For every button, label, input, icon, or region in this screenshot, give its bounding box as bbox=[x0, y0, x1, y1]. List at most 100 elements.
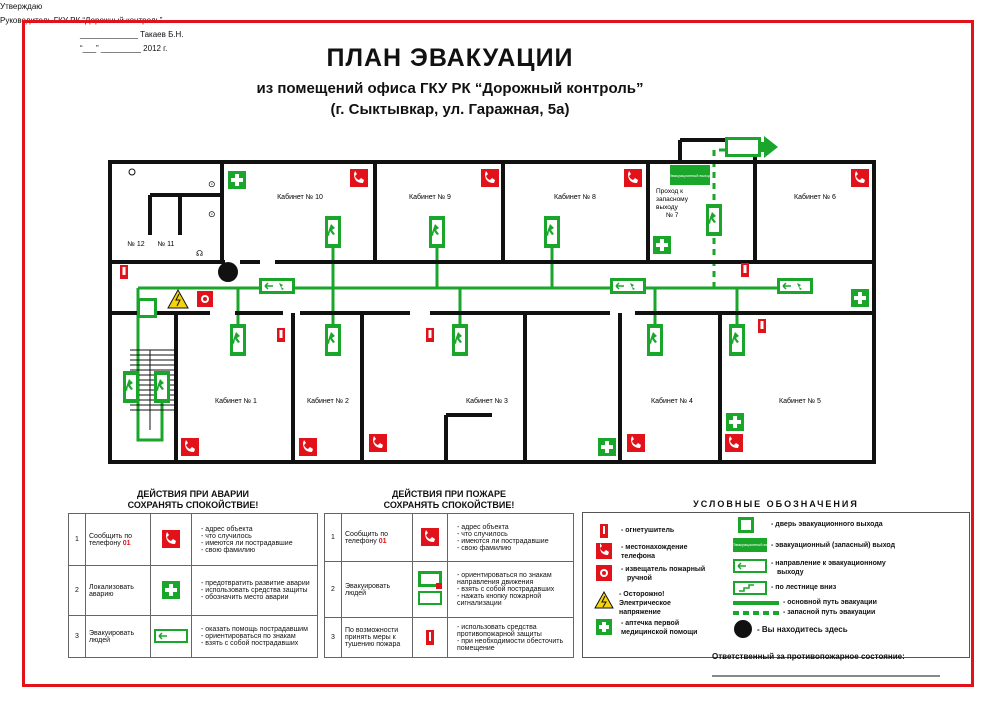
stairs-down-sign bbox=[123, 371, 139, 403]
stairs-down-sign bbox=[154, 371, 170, 403]
room-label: Кабинет № 4 bbox=[651, 397, 693, 405]
signature-line bbox=[712, 675, 940, 677]
exit-direction-sign bbox=[647, 324, 663, 356]
row-number: 3 bbox=[68, 615, 86, 658]
phone-icon bbox=[481, 169, 499, 187]
spare-exit-icon: Эвакуационный выход bbox=[733, 538, 775, 552]
phone-icon bbox=[624, 169, 642, 187]
extinguisher-icon bbox=[120, 265, 128, 279]
legend-label: - Вы находитесь здесь bbox=[757, 625, 848, 634]
phone-icon bbox=[421, 527, 439, 546]
first-aid-icon bbox=[598, 438, 616, 456]
exit-direction-sign bbox=[230, 324, 246, 356]
toilet-icon: ⊙ bbox=[208, 179, 216, 189]
phone-icon bbox=[596, 543, 612, 559]
legend-label: - запасной путь эвакуации bbox=[783, 609, 876, 616]
exit-direction-sign bbox=[258, 277, 296, 295]
fire-heading-line: ДЕЙСТВИЯ ПРИ ПОЖАРЕ bbox=[391, 489, 507, 499]
phone-icon bbox=[162, 529, 180, 548]
room-label: Кабинет № 5 bbox=[779, 397, 821, 405]
phone-icon bbox=[851, 169, 869, 187]
exit-direction-icon bbox=[154, 628, 188, 643]
exit-direction-sign bbox=[429, 216, 445, 248]
approval-line: Утверждаю bbox=[0, 2, 43, 11]
page-title: ПЛАН ЭВАКУАЦИИ bbox=[326, 44, 574, 72]
fire-heading-line: СОХРАНЯТЬ СПОКОЙСТВИЕ! bbox=[383, 500, 515, 510]
phone-icon bbox=[627, 434, 645, 452]
action-cell: Сообщить по телефону 01 bbox=[341, 513, 413, 562]
passage-label: выходу bbox=[656, 204, 679, 211]
room-label: № 12 bbox=[127, 241, 144, 248]
sink-icon: ☊ bbox=[196, 249, 203, 258]
phone-icon bbox=[725, 434, 743, 452]
exit-direction-sign bbox=[776, 277, 814, 295]
first-aid-icon bbox=[726, 413, 744, 431]
action-details: адрес объектачто случилосьимеются ли пос… bbox=[447, 513, 574, 562]
action-details: ориентироваться по знакам направления дв… bbox=[447, 561, 574, 618]
extinguisher-icon bbox=[426, 629, 434, 645]
legend-label: - дверь эвакуационного выхода bbox=[771, 521, 883, 528]
approval-line: _____________ Такаев Б.Н. bbox=[80, 30, 184, 39]
outer-frame bbox=[22, 20, 974, 687]
exit-direction-icon bbox=[733, 559, 767, 573]
you-are-here-icon bbox=[734, 620, 752, 638]
accident-heading: ДЕЙСТВИЯ ПРИ АВАРИИ СОХРАНЯТЬ СПОКОЙСТВИ… bbox=[68, 489, 318, 511]
first-aid-icon bbox=[851, 289, 869, 307]
fire-heading: ДЕЙСТВИЯ ПРИ ПОЖАРЕ СОХРАНЯТЬ СПОКОЙСТВИ… bbox=[324, 489, 574, 511]
room-label: Кабинет № 3 bbox=[466, 397, 508, 405]
exit-signs-icon bbox=[418, 570, 442, 605]
extinguisher-icon bbox=[277, 328, 285, 342]
legend-label: - по лестнице вниз bbox=[771, 584, 837, 591]
action-details: адрес объектачто случилосьимеются ли пос… bbox=[191, 513, 318, 566]
fire-table: 1 Сообщить по телефону 01 адрес объектач… bbox=[324, 513, 574, 658]
extinguisher-icon bbox=[600, 524, 608, 538]
action-cell: Сообщить по телефону 01 bbox=[85, 513, 151, 566]
first-aid-icon bbox=[653, 236, 671, 254]
room-label: Кабинет № 9 bbox=[409, 193, 451, 201]
accident-heading-line: ДЕЙСТВИЯ ПРИ АВАРИИ bbox=[136, 489, 250, 499]
legend-label: - основной путь эвакуации bbox=[783, 599, 877, 606]
voltage-warning-icon bbox=[167, 288, 189, 309]
exit-direction-sign bbox=[325, 216, 341, 248]
room-label: № 11 bbox=[158, 241, 175, 248]
toilet-icon: ⊙ bbox=[208, 209, 216, 219]
stairs-down-icon bbox=[733, 581, 767, 595]
row-number: 2 bbox=[324, 561, 342, 618]
first-aid-icon bbox=[228, 171, 246, 189]
first-aid-icon bbox=[162, 580, 180, 599]
action-details: использовать средства противопожарной за… bbox=[447, 617, 574, 658]
exit-direction-sign bbox=[706, 204, 722, 236]
exit-direction-sign bbox=[544, 216, 560, 248]
passage-label: Проход к bbox=[656, 188, 683, 195]
room-label: Кабинет № 10 bbox=[277, 193, 323, 201]
action-cell: Локализовать аварию bbox=[85, 565, 151, 616]
extinguisher-icon bbox=[741, 263, 749, 277]
room-label: Кабинет № 6 bbox=[794, 193, 836, 201]
phone-icon bbox=[299, 438, 317, 456]
voltage-warning-icon bbox=[594, 591, 614, 609]
exit-direction-sign bbox=[325, 324, 341, 356]
responsible-label: Ответственный за противопожарное состоян… bbox=[712, 652, 905, 661]
row-number: 1 bbox=[324, 513, 342, 562]
exit-direction-sign bbox=[609, 277, 647, 295]
page-subtitle: из помещений офиса ГКУ РК “Дорожный конт… bbox=[256, 80, 644, 97]
you-are-here-marker bbox=[218, 262, 238, 282]
action-details: оказать помощь пострадавшимориентировать… bbox=[191, 615, 318, 658]
extinguisher-icon bbox=[426, 328, 434, 342]
passage-label: № 7 bbox=[666, 212, 679, 219]
emergency-exit-sign bbox=[670, 165, 710, 185]
extinguisher-icon bbox=[758, 319, 766, 333]
first-aid-icon bbox=[596, 619, 612, 635]
action-cell: Эвакуировать людей bbox=[341, 561, 413, 618]
room-label: Кабинет № 1 bbox=[215, 397, 257, 405]
row-number: 2 bbox=[68, 565, 86, 616]
phone-icon bbox=[369, 434, 387, 452]
fire-alarm-icon bbox=[596, 565, 612, 581]
accident-table: 1 Сообщить по телефону 01 адрес объектач… bbox=[68, 513, 318, 658]
